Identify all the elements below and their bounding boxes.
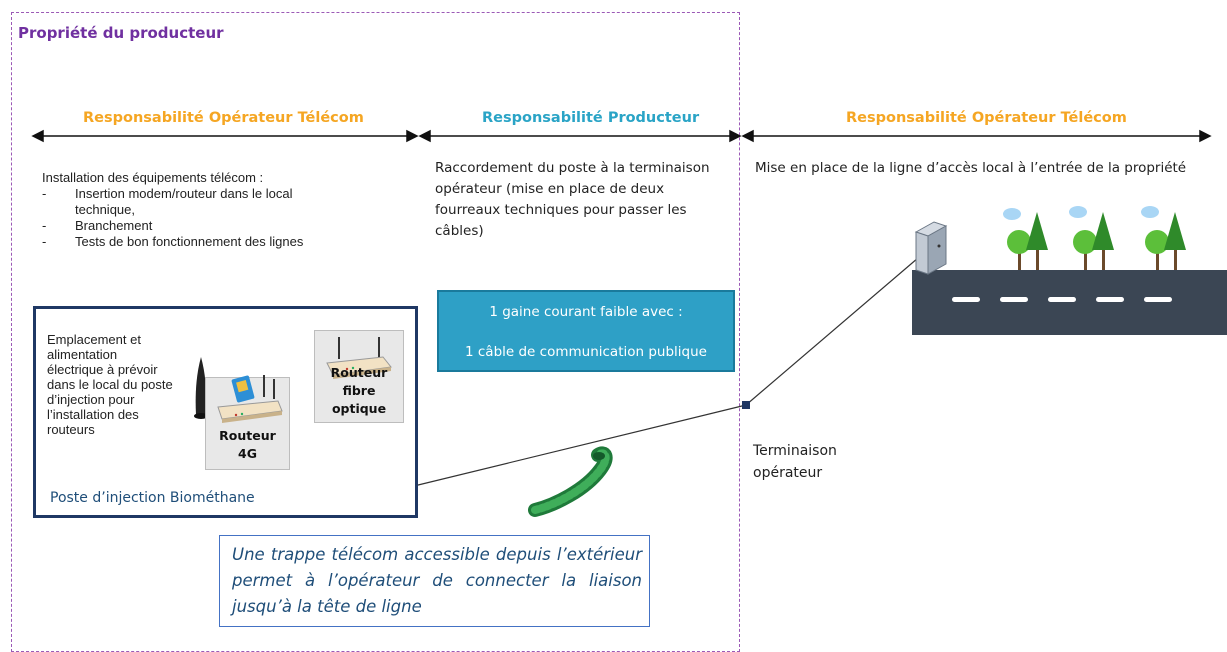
connection-line [413,404,747,487]
local-access-description: Mise en place de la ligne d’accès local … [755,160,1187,176]
trappe-note-text: Une trappe télécom accessible depuis l’e… [232,545,642,616]
producer-description: Raccordement du poste à la terminaison o… [435,160,710,239]
property-title: Propriété du producteur [18,24,224,42]
list-item: Branchement [42,218,372,234]
cable-line-1: 1 gaine courant faible avec : [489,304,683,320]
antenna-icon [194,357,208,419]
green-conduit-icon [528,446,613,517]
cable-line-2: 1 câble de communication publique [465,344,707,360]
router-fibre-label-line2: fibre optique [331,383,387,416]
cable-description-box: 1 gaine courant faible avec : 1 câble de… [437,290,735,372]
router-4g-card: Routeur 4G [205,375,290,470]
terminaison-line-1: Terminaison [753,443,837,459]
router-4g-label-line1: Routeur [219,428,276,443]
telecom-install-block: Installation des équipements télécom : I… [42,170,372,250]
road-scene [912,206,1227,335]
telecom-install-list: Insertion modem/routeur dans le local te… [42,186,372,250]
router-fibre-card: Routeur fibre optique [314,330,404,423]
telecom-cabinet-icon [914,221,948,275]
tree-icon [1073,212,1114,270]
router-icon [326,337,392,379]
trappe-note-box [219,535,650,627]
list-item: Insertion modem/routeur dans le local te… [42,186,325,218]
list-item: Tests de bon fonctionnement des lignes [42,234,372,250]
router-4g-label-line2: 4G [238,446,257,461]
zone-title-operator-left: Responsabilité Opérateur Télécom [83,110,364,126]
road-icon [912,270,1227,335]
tree-icon [1145,212,1186,270]
connection-node-icon [742,401,750,409]
router-fibre-label-line1: Routeur [330,365,388,380]
terminaison-line-2: opérateur [753,465,823,481]
telecom-install-intro: Installation des équipements télécom : [42,170,264,185]
zone-title-operator-right: Responsabilité Opérateur Télécom [846,110,1127,126]
biomethane-station-label: Poste d’injection Biométhane [50,490,255,506]
arrow-icon [31,129,1212,143]
tree-icon [1007,212,1048,270]
cloud-icon [1003,206,1159,220]
router-icon [217,375,283,423]
terminaison-label: Terminaison opérateur [753,440,837,484]
router-location-note: Emplacement et alimentation électrique à… [47,332,173,437]
cabinet-link-line [745,257,919,406]
zone-title-producer: Responsabilité Producteur [482,110,700,126]
